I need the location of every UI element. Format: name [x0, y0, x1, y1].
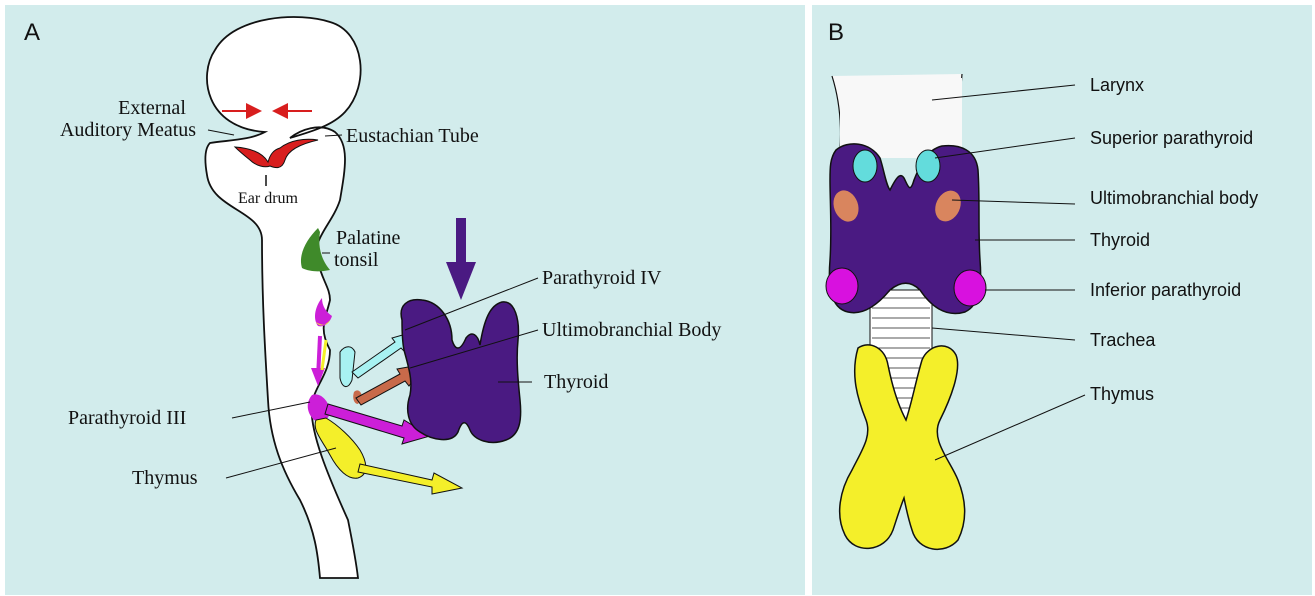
- label-superior-parathyroid: Superior parathyroid: [1090, 128, 1253, 148]
- panel-a-letter: A: [24, 19, 40, 46]
- panel-a-background: [5, 5, 805, 595]
- label-thyroid-a: Thyroid: [544, 371, 608, 393]
- label-parathyroid-iv: Parathyroid IV: [542, 267, 662, 289]
- inferior-parathyroid-left: [826, 268, 858, 304]
- label-eustachian: Eustachian Tube: [346, 125, 479, 147]
- superior-parathyroid-left: [853, 150, 877, 182]
- label-ultimobranchial-b: Ultimobranchial body: [1090, 188, 1258, 208]
- label-external-2: Auditory Meatus: [60, 119, 196, 141]
- superior-parathyroid-right: [916, 150, 940, 182]
- label-thymus-b: Thymus: [1090, 384, 1154, 404]
- label-ultimobranchial-a: Ultimobranchial Body: [542, 319, 721, 341]
- label-ear-drum: Ear drum: [238, 190, 299, 207]
- label-external-1: External: [118, 97, 186, 119]
- label-palatine-1: Palatine: [336, 227, 401, 249]
- label-trachea: Trachea: [1090, 330, 1156, 350]
- panel-b-letter: B: [828, 19, 844, 46]
- label-thymus-a: Thymus: [132, 467, 198, 489]
- label-thyroid-b: Thyroid: [1090, 230, 1150, 250]
- label-larynx: Larynx: [1090, 75, 1144, 95]
- inferior-parathyroid-right: [954, 270, 986, 306]
- label-inferior-parathyroid: Inferior parathyroid: [1090, 280, 1241, 300]
- arrow-purple-shaft: [456, 218, 466, 266]
- label-palatine-2: tonsil: [334, 249, 379, 271]
- label-parathyroid-iii: Parathyroid III: [68, 407, 186, 429]
